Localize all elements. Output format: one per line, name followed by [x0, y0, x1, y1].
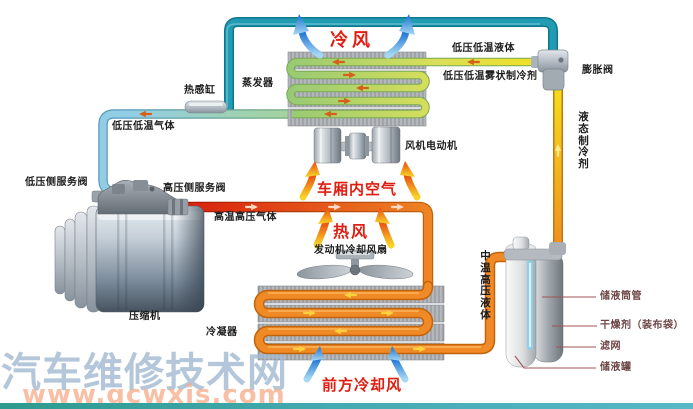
footer-bar: [0, 403, 693, 409]
heat-sensing-cylinder-label: 热感缸: [184, 85, 216, 96]
condenser-label: 冷凝器: [206, 327, 238, 338]
compressor: [54, 180, 205, 313]
condenser-coil: [253, 251, 520, 355]
liquid-refrigerant-label: 液态制冷剂: [578, 111, 589, 170]
engine-cooling-fan-graphic: [296, 249, 414, 280]
hot-air-arrows: [313, 207, 395, 249]
engine-cooling-fan-label: 发动机冷却风扇: [314, 245, 388, 256]
watermark-site-name: 汽车维修技术网: [1, 350, 288, 396]
blower-motor-assembly: [313, 126, 401, 164]
ht-hp-gas-label: 高温高压气体: [214, 212, 277, 223]
front-cooling-air-label: 前方冷却风: [322, 376, 403, 394]
lp-lt-gas-label: 低压低温气体: [112, 121, 175, 132]
discharge-pipe: [172, 201, 434, 296]
desiccant-label: 干燥剂（装布袋）: [600, 320, 684, 331]
high-side-service-valve: [167, 198, 189, 216]
lp-lt-mist-label: 低压低温雾状制冷剂: [443, 71, 538, 82]
cold-air-arrows: [293, 14, 415, 59]
leader-lines: [514, 296, 597, 369]
front-cooling-air-arrows: [303, 346, 409, 383]
blower-motor-label: 风机电动机: [405, 141, 458, 152]
filter-screen-label: 滤网: [600, 341, 621, 352]
low-side-service-valve-label: 低压侧服务阀: [25, 177, 88, 188]
heat-sensing-cylinder: [184, 100, 228, 114]
sensing-line-pipe: [224, 17, 558, 117]
high-side-service-valve-label: 高压侧服务阀: [163, 183, 226, 194]
cabin-air-arrows: [299, 161, 421, 201]
receiver-drier: [503, 236, 566, 368]
cold-air-label: 冷风: [330, 30, 374, 51]
compressor-label: 压缩机: [129, 311, 161, 322]
liquid-line-pipe: [553, 83, 563, 257]
cabin-air-label: 车厢内空气: [317, 180, 398, 198]
expansion-valve: [531, 49, 569, 91]
lp-lt-liquid-label: 低压低温液体: [452, 43, 515, 54]
evaporator-label: 蒸发器: [242, 78, 274, 89]
expansion-valve-label: 膨胀阀: [582, 65, 614, 76]
mt-hp-liquid-label: 中温高压液体: [480, 250, 491, 321]
receiver-tube-label: 储液筒管: [600, 291, 642, 302]
hot-air-label: 热风: [333, 222, 370, 241]
receiver-tank-label: 储液罐: [600, 362, 632, 373]
